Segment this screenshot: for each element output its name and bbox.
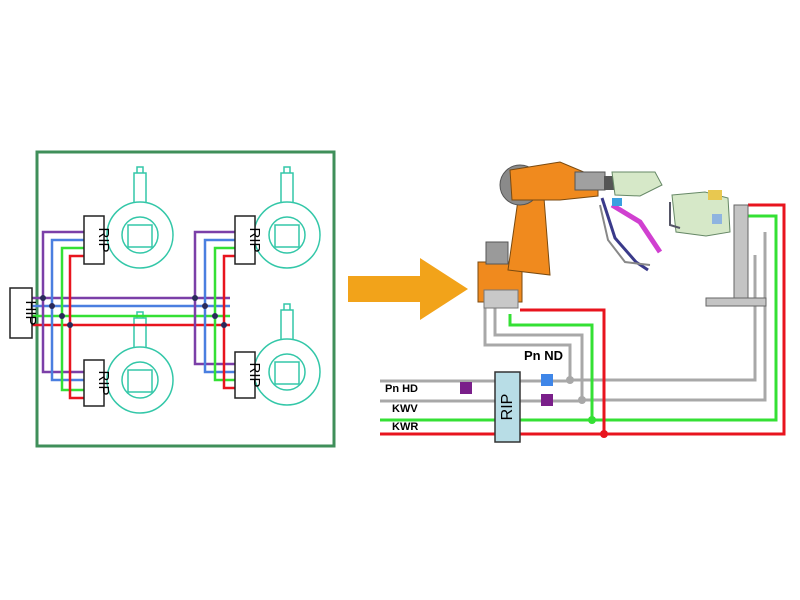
tool-stand-icon	[705, 204, 767, 307]
spot-weld-gun-icon	[669, 190, 731, 237]
rip-label: RIP	[499, 394, 516, 421]
gray-lines	[380, 232, 767, 403]
rip-box: RIP	[83, 359, 112, 407]
kwr-label: KWR	[392, 421, 418, 433]
valve-blue	[541, 374, 553, 386]
left-panel: HIP RIP RIP RIP RIP	[9, 150, 336, 448]
rip-box: RIP	[234, 351, 263, 399]
pn-hd-label: Pn HD	[385, 383, 418, 395]
pn-nd-label: Pn ND	[524, 348, 563, 363]
spot-weld-gun-icon	[599, 171, 663, 272]
junction-dots	[40, 295, 227, 328]
right-panel: RIP Pn ND Pn HD KWV KWR	[380, 161, 786, 443]
hip-box: HIP	[9, 287, 39, 339]
hip-label: HIP	[22, 300, 39, 325]
kwv-label: KWV	[392, 403, 418, 415]
branch-lines-right	[193, 230, 235, 390]
rip-label: RIP	[246, 227, 263, 252]
green-line	[380, 214, 778, 422]
branch-lines-left	[41, 230, 84, 400]
industrial-robot-icon	[477, 161, 614, 309]
valve-purple	[460, 382, 472, 394]
robot-top-view-icon	[106, 166, 174, 269]
trunk-lines	[30, 296, 230, 327]
valve-purple	[541, 394, 553, 406]
rip-label: RIP	[95, 370, 112, 395]
rip-box: RIP	[83, 215, 112, 265]
rip-label: RIP	[246, 362, 263, 387]
rip-box: RIP	[234, 215, 263, 265]
rip-label: RIP	[95, 227, 112, 252]
right-arrow-icon	[348, 258, 468, 320]
connection-dots	[566, 376, 608, 438]
red-line	[380, 203, 786, 436]
rip-box: RIP	[494, 371, 521, 443]
